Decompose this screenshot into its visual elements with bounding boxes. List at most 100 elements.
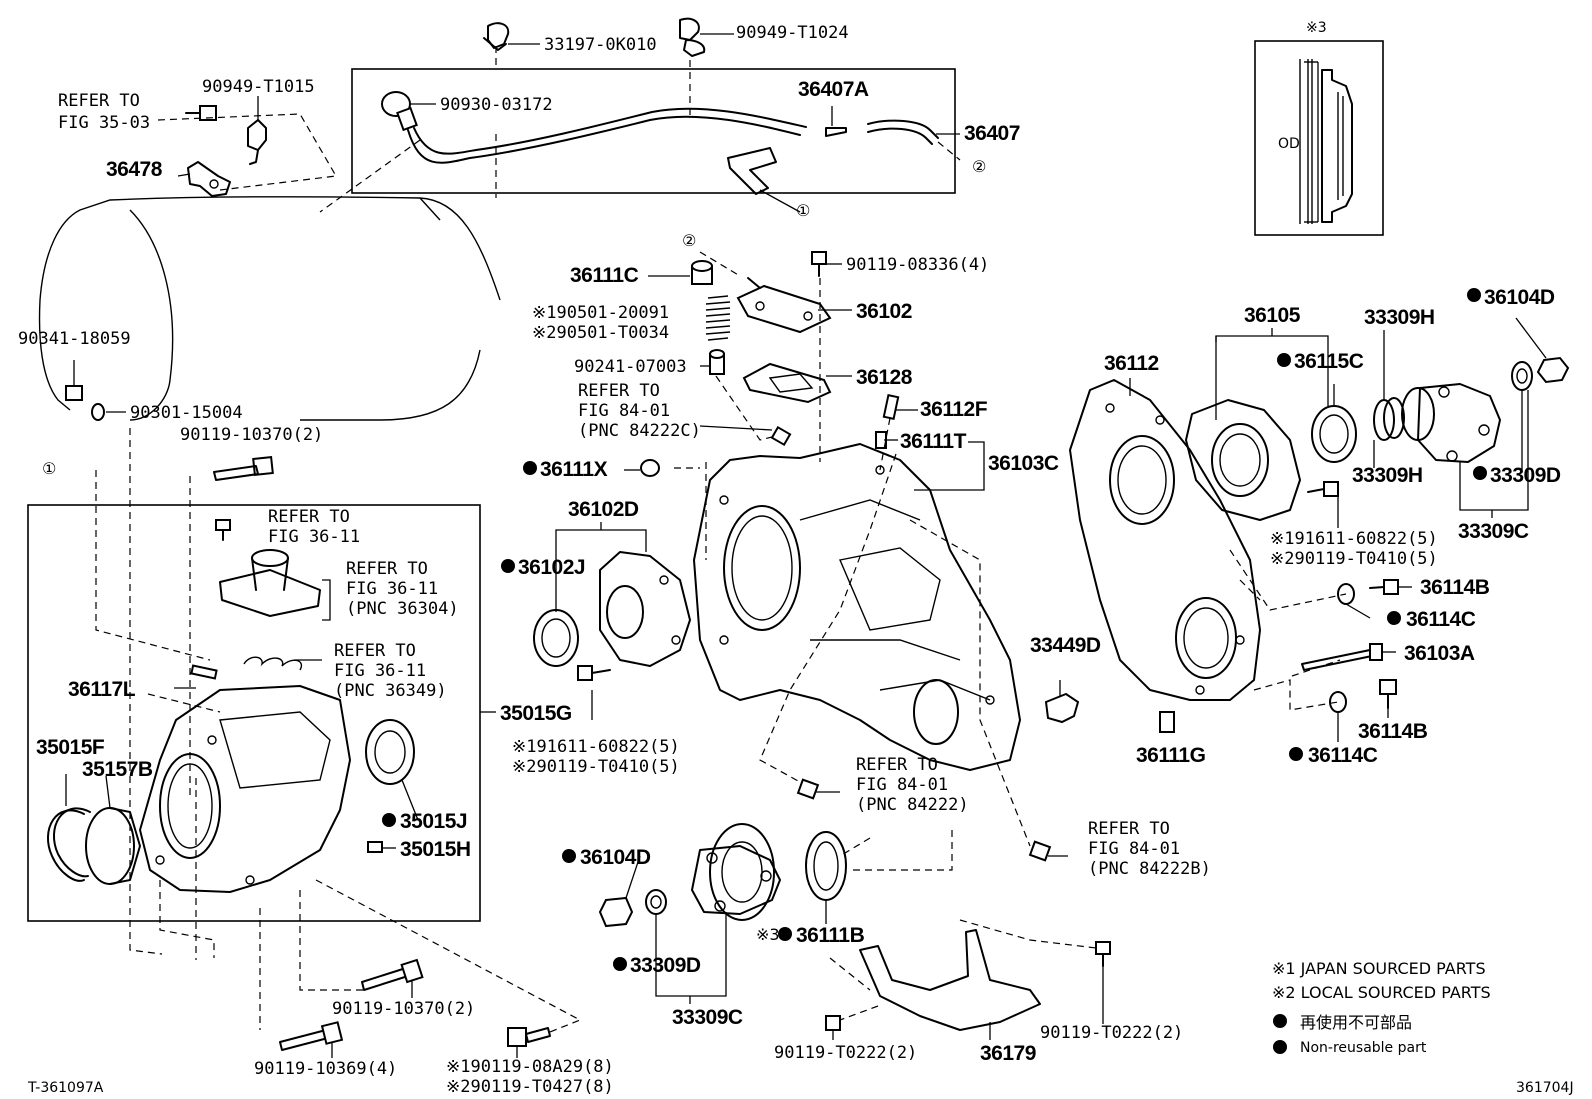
- label-36111g: 36111G: [1136, 744, 1206, 767]
- oil-seal-36111b: [805, 831, 847, 901]
- bolt-refer-36-11: [215, 519, 231, 541]
- figure-code-right: 361704J: [1516, 1080, 1574, 1096]
- hose-group-frame: [351, 68, 956, 194]
- gasket-90301-15004: [91, 403, 105, 421]
- nut-36104d-rear: [1536, 356, 1570, 384]
- inset-od-label: OD: [1278, 136, 1300, 152]
- callout-2-top: ②: [972, 157, 986, 176]
- label-90119-10370-lower: 90119-10370(2): [332, 999, 475, 1019]
- plug-refer-84222b: [1028, 840, 1052, 862]
- refer-text: FIG 36-11: [334, 661, 426, 681]
- label-90241: 90241-07003: [574, 357, 687, 377]
- bolt-91611-60822-rear: [1307, 481, 1339, 497]
- refer-text: REFER TO: [334, 641, 416, 661]
- refer-text: FIG 84-01: [856, 775, 948, 795]
- cover-36102: [736, 277, 832, 334]
- extension-housing-35015g: [139, 685, 351, 893]
- callout-1-left: ①: [42, 459, 56, 478]
- label-36112: 36112: [1104, 352, 1159, 375]
- label-90301: 90301-15004: [130, 403, 243, 423]
- clamp-90949-t1015: [247, 119, 267, 165]
- rear-cover-36112: [1069, 379, 1261, 701]
- plug-90341-18059: [65, 385, 83, 401]
- label-90949-t1024: 90949-T1024: [736, 23, 849, 43]
- washer-33309d-front: [645, 889, 667, 915]
- label-35157b: 35157B: [82, 758, 153, 781]
- bolt-90119-08a29: [507, 1027, 551, 1047]
- dust-deflector-35157b: [85, 807, 141, 885]
- spring-90501: [705, 295, 731, 341]
- label-36114c-lower: 36114C: [1308, 744, 1378, 767]
- label-36105: 36105: [1244, 304, 1301, 327]
- label-36111b: 36111B: [796, 924, 865, 947]
- washer-36114c-lower: [1329, 691, 1347, 713]
- refer-text: (PNC 84222B): [1088, 859, 1211, 879]
- bracket-33449d: [1044, 692, 1080, 724]
- refer-text: (PNC 36304): [346, 599, 459, 619]
- label-36407a: 36407A: [798, 78, 869, 101]
- bolt-36114b-upper: [1369, 579, 1399, 595]
- plug-36111c: [691, 260, 713, 285]
- pin-36112f: [882, 394, 900, 420]
- seal-od-inset: [1299, 59, 1353, 224]
- oil-seal-36102j: [533, 609, 579, 667]
- label-36478: 36478: [106, 158, 163, 181]
- legend: ※1 JAPAN SOURCED PARTS ※2 LOCAL SOURCED …: [1272, 959, 1491, 1056]
- callout-1-top: ①: [796, 201, 810, 220]
- label-36111t: 36111T: [900, 430, 967, 453]
- label-36104d-front: 36104D: [580, 846, 651, 869]
- label-35015h: 35015H: [400, 838, 471, 861]
- label-36102j: 36102J: [518, 556, 585, 579]
- plug-refer-84222c: [770, 425, 792, 447]
- label-36104d-rear: 36104D: [1484, 286, 1555, 309]
- label-33309h-lower: 33309H: [1352, 464, 1423, 487]
- label-36111b-mark: ※3: [756, 925, 780, 944]
- gasket-36128: [742, 362, 832, 404]
- label-36102: 36102: [856, 300, 912, 323]
- label-90119-t0427: ※290119-T0427(8): [446, 1077, 614, 1097]
- seal-od-inset-frame: [1254, 40, 1384, 236]
- leader-lines: [65, 33, 1547, 1058]
- bolt-90119-t0222-left: [825, 1015, 841, 1031]
- bolt-36114b-lower: [1379, 679, 1397, 709]
- pin-36111g: [1159, 711, 1175, 733]
- oil-seal-35015j: [365, 719, 415, 785]
- label-90501-20091: ※190501-20091: [532, 303, 669, 323]
- bolt-90119-10369: [279, 1021, 344, 1051]
- refer-text: REFER TO: [1088, 819, 1170, 839]
- pin-36117l: [190, 664, 218, 680]
- label-33309c-front: 33309C: [672, 1006, 743, 1029]
- refer-text: FIG 36-11: [346, 579, 438, 599]
- label-33197: 33197-0K010: [544, 35, 657, 55]
- transfer-case-36103c: [693, 443, 1021, 771]
- refer-text: FIG 35-03: [58, 113, 150, 133]
- label-33449d: 33449D: [1030, 634, 1101, 657]
- label-36117l: 36117L: [68, 678, 136, 701]
- label-36179: 36179: [980, 1042, 1036, 1065]
- label-90119-08336: 90119-08336(4): [846, 255, 989, 275]
- adapter-refer-36304: [219, 549, 321, 617]
- extension-housing-group-frame: [27, 504, 481, 922]
- figure-code-left: T-361097A: [27, 1080, 104, 1096]
- legend-japan-sourced: ※1 JAPAN SOURCED PARTS: [1272, 959, 1486, 978]
- bolt-90119-08336: [811, 251, 827, 277]
- companion-flange-33309c-front: [691, 823, 781, 921]
- refer-text: FIG 84-01: [578, 401, 670, 421]
- label-90341: 90341-18059: [18, 329, 131, 349]
- clip-90949-t1024: [679, 17, 706, 57]
- stud-36103a: [1301, 643, 1383, 671]
- label-36114b-upper: 36114B: [1420, 576, 1490, 599]
- label-33309d-rear: 33309D: [1490, 464, 1561, 487]
- label-91611-60822-front: ※191611-60822(5): [512, 737, 680, 757]
- companion-flange-33309c-rear: [1401, 383, 1501, 463]
- non-reusable-markers: [382, 288, 1487, 1054]
- retainer-36102d: [599, 551, 691, 667]
- refer-text: REFER TO: [856, 755, 938, 775]
- label-90119-t0410-front: ※290119-T0410(5): [512, 757, 680, 777]
- refer-text: REFER TO: [578, 381, 660, 401]
- label-36102d: 36102D: [568, 498, 639, 521]
- plug-35015h: [367, 841, 383, 853]
- label-36103c: 36103C: [988, 452, 1059, 475]
- label-33309h-upper: 33309H: [1364, 306, 1435, 329]
